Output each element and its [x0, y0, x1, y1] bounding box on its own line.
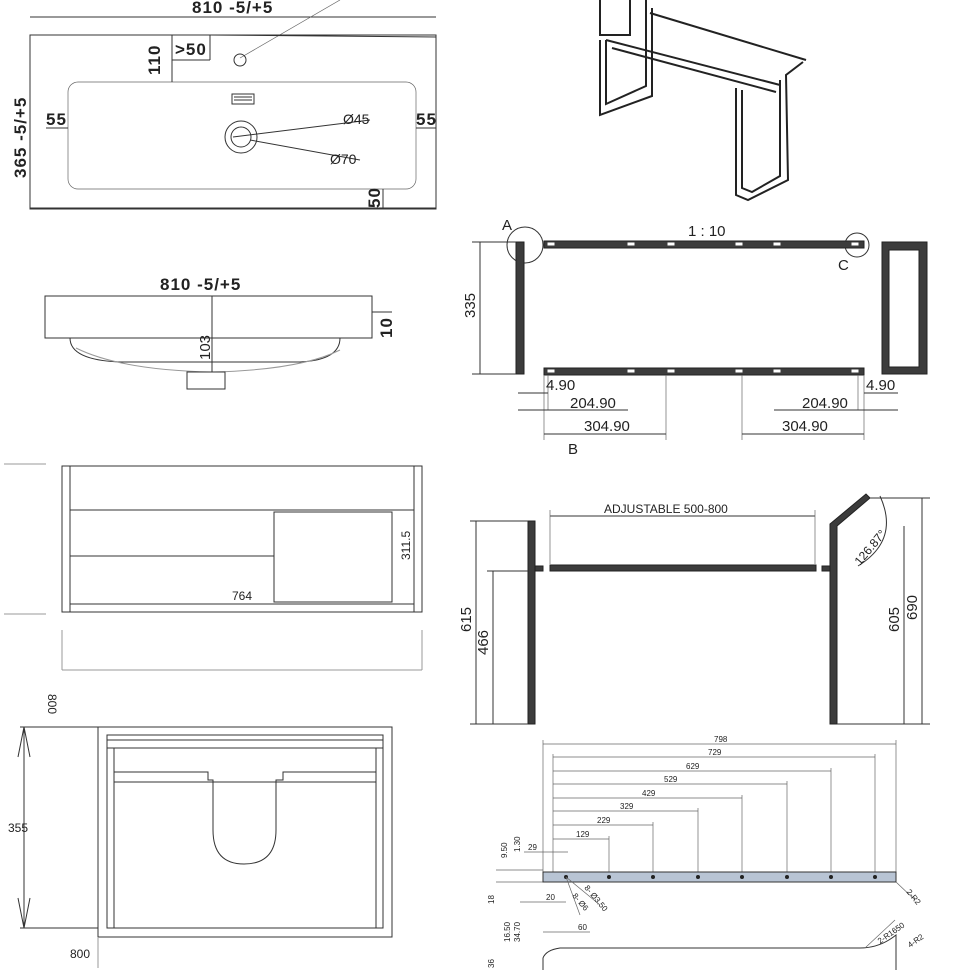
basin-rim [44, 295, 373, 339]
side-right-leg [829, 493, 871, 725]
drain-diameter-70: Ø70 [330, 151, 357, 167]
frame-3d-view [599, 0, 807, 202]
detail-label-c: C [838, 257, 849, 274]
basin-rim-dim: 10 [377, 317, 396, 338]
cabinet-drawer-panel [273, 511, 393, 603]
basin-top-view: 810 -5/+5 110 >50 Ø45 Ø70 365 -5/+5 55 5… [11, 0, 437, 210]
rail-dim-229: 229 [597, 816, 611, 825]
frame-left-post [515, 241, 525, 375]
rail-dim-20: 20 [546, 893, 555, 902]
basin-bowl [67, 81, 417, 190]
detail-label-a: A [502, 217, 512, 234]
rail-dim-529: 529 [664, 775, 678, 784]
rail2-dim-36: 36 [487, 959, 496, 968]
adjustable-label: ADJUSTABLE 500-800 [604, 502, 728, 516]
basin-height-dim: 103 [197, 335, 214, 360]
plan-dim-right-2: 204.90 [802, 395, 848, 412]
bottom-edge-dim: 50 [365, 187, 384, 208]
frame-top-rail [543, 240, 865, 249]
rail-dim-729: 729 [708, 748, 722, 757]
side-dim-690: 690 [904, 595, 921, 620]
rail-dim-798: 798 [714, 735, 728, 744]
rail-profile [542, 871, 897, 883]
rail2-dim-60: 60 [578, 923, 587, 932]
cabinet-top-view: 311.5 764 800 [4, 463, 423, 714]
tap-offset-dim: 110 [145, 45, 164, 75]
plan-dim-left-1: 4.90 [546, 377, 575, 394]
overflow-slot-icon [231, 93, 255, 105]
rail2-profile [542, 933, 897, 970]
cabinet-front-width-dim: 800 [70, 947, 90, 961]
side-dim-615: 615 [458, 607, 475, 632]
side-left-dim: 55 [46, 110, 67, 129]
basin-front-width-dim: 810 -5/+5 [160, 275, 241, 294]
rail-detail-view: 798 729 629 529 429 329 229 129 29 9.50 … [487, 735, 926, 970]
side-angle-dim: 126.87° [852, 527, 890, 568]
tap-hole [233, 53, 247, 67]
frame-plan-view: 1 : 10 A C 335 4.90 [462, 217, 928, 458]
frame-plan-scale: 1 : 10 [688, 223, 726, 240]
detail-circle-a [506, 226, 544, 264]
rail-dim-429: 429 [642, 789, 656, 798]
plan-dim-right-1: 4.90 [866, 377, 895, 394]
plan-dim-right-3: 304.90 [782, 418, 828, 435]
cabinet-height-dim: 355 [8, 821, 28, 835]
detail-label-b: B [568, 441, 578, 458]
side-dim-466: 466 [475, 630, 492, 655]
rail-dim-129: 129 [576, 830, 590, 839]
rail-dim-1-30: 1.30 [513, 836, 522, 852]
side-adjustable-rail [549, 564, 817, 572]
basin-drain-outlet [186, 371, 226, 390]
rail2-dim-34-70: 34.70 [513, 921, 522, 942]
rail-dim-329: 329 [620, 802, 634, 811]
rail-dim-18: 18 [487, 895, 496, 904]
side-right-dim: 55 [416, 110, 437, 129]
basin-front-view: 810 -5/+5 103 10 [44, 275, 396, 390]
basin-depth-dim: 365 -5/+5 [11, 97, 30, 178]
cabinet-front-outline [97, 726, 393, 938]
rail-end-radius: 2-R2 [904, 888, 922, 907]
rail-dim-9-50: 9.50 [500, 842, 509, 858]
basin-bowl-profile [69, 337, 341, 363]
basin-outline [29, 34, 437, 210]
tap-distance-dim: >50 [175, 40, 207, 59]
drain-inner-circle [230, 126, 252, 148]
cabinet-outline [61, 465, 423, 613]
rail-dim-629: 629 [686, 762, 700, 771]
tap-leader-line [239, 0, 341, 59]
side-dim-605: 605 [886, 607, 903, 632]
rail-dim-29: 29 [528, 843, 537, 852]
frame-side-view: ADJUSTABLE 500-800 615 466 605 690 126.8… [458, 493, 930, 725]
frame-bottom-rail [543, 367, 865, 376]
frame-depth-dim: 335 [462, 293, 479, 318]
rail2-dim-16-50: 16.50 [503, 921, 512, 942]
drain-diameter-45: Ø45 [343, 111, 370, 127]
cabinet-inner-width-dim: 764 [232, 589, 252, 603]
cabinet-depth-dim: 311.5 [399, 531, 413, 560]
plan-dim-left-2: 204.90 [570, 395, 616, 412]
basin-top-width-dim: 810 -5/+5 [192, 0, 273, 17]
cabinet-width-dim: 800 [45, 694, 59, 714]
rail2-small-radius: 4-R2 [906, 932, 926, 950]
cabinet-siphon-cutout [113, 771, 377, 865]
cabinet-inner-frame [106, 734, 384, 929]
drain-outer-circle [224, 120, 258, 154]
plan-dim-left-3: 304.90 [584, 418, 630, 435]
cabinet-front-view: 355 800 [8, 726, 393, 968]
side-left-leg [527, 520, 536, 725]
